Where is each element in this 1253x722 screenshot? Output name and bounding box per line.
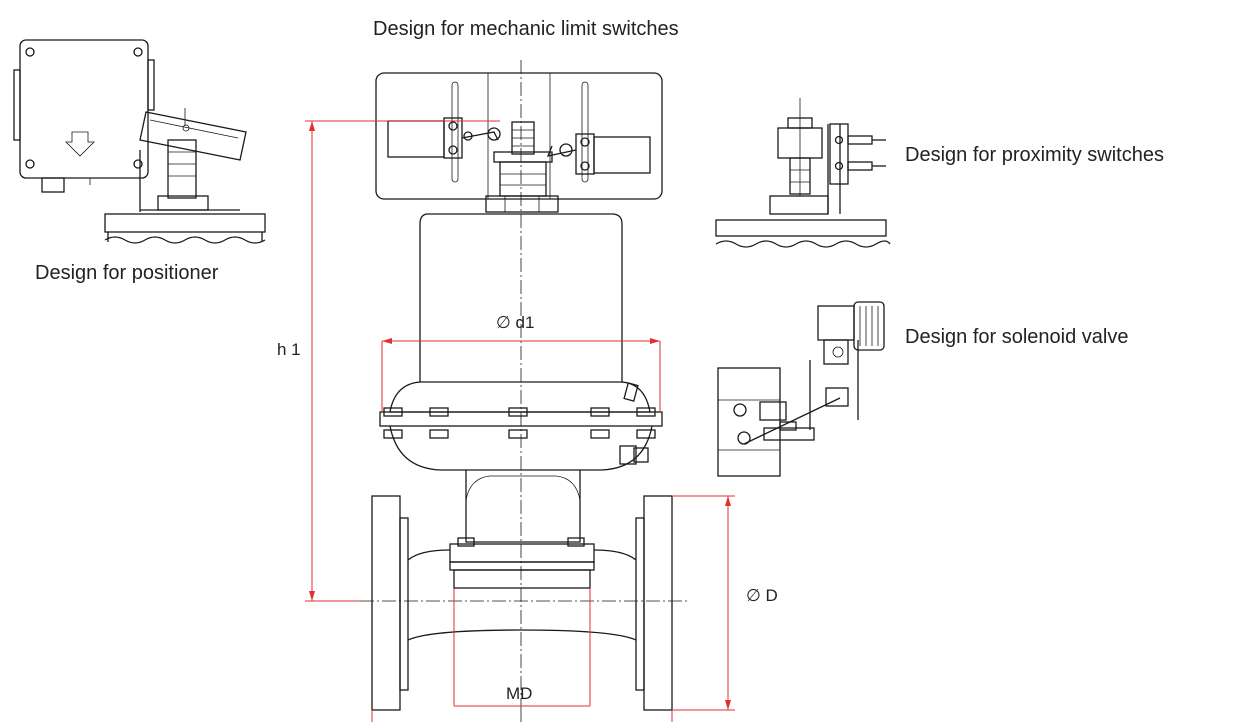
caption-positioner: Design for positioner xyxy=(35,262,219,284)
caption-solenoid-valve: Design for solenoid valve xyxy=(905,326,1128,348)
dimension-label-D: ∅ D xyxy=(746,586,778,605)
solenoid-valve-detail xyxy=(717,301,885,477)
positioner-detail xyxy=(13,39,266,244)
proximity-switch-detail xyxy=(715,98,891,248)
valve-body xyxy=(371,470,673,711)
dimension-label-d1: ∅ d1 xyxy=(496,313,534,332)
dimension-lines xyxy=(305,120,735,722)
centre-lines xyxy=(360,60,690,710)
limit-switch-box xyxy=(375,72,663,213)
caption-proximity-switches: Design for proximity switches xyxy=(905,144,1164,166)
actuator-body xyxy=(379,213,663,471)
dimension-label-h1: h 1 xyxy=(277,340,301,359)
dimension-label-MD: MD xyxy=(506,684,532,703)
caption-mechanic-limit-switches: Design for mechanic limit switches xyxy=(373,18,679,40)
